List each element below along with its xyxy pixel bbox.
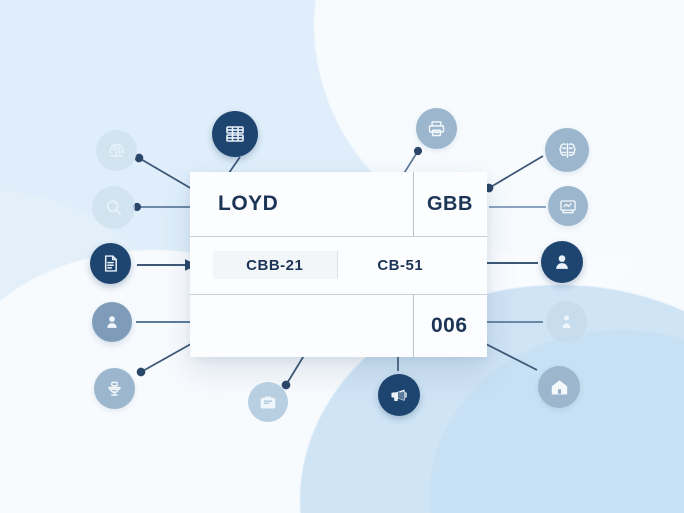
person-icon[interactable] bbox=[541, 241, 583, 283]
megaphone-icon[interactable] bbox=[378, 374, 420, 416]
brain-icon[interactable] bbox=[545, 128, 589, 172]
card-row-middle: CBB-21 CB-51 bbox=[190, 237, 487, 295]
field-value-gbb: GBB bbox=[427, 192, 473, 215]
document-icon[interactable] bbox=[90, 243, 131, 284]
user-badge-icon[interactable] bbox=[92, 302, 132, 342]
person-outline-icon[interactable] bbox=[546, 301, 587, 342]
data-card[interactable]: LOYD GBB CBB-21 CB-51 006 bbox=[190, 172, 487, 357]
field-value-006: 006 bbox=[431, 314, 468, 337]
card-row-top: LOYD GBB bbox=[190, 172, 487, 237]
wire-brain bbox=[484, 155, 544, 193]
code-input-field[interactable]: CBB-21 CB-51 bbox=[213, 251, 463, 279]
briefcase-icon[interactable] bbox=[248, 382, 288, 422]
lamp-icon[interactable] bbox=[94, 368, 135, 409]
search-icon[interactable] bbox=[92, 186, 135, 229]
table-grid-icon[interactable] bbox=[212, 111, 258, 157]
code-segment-left: CBB-21 bbox=[246, 256, 304, 274]
code-segment-right: CB-51 bbox=[336, 251, 463, 279]
wire-home bbox=[483, 342, 538, 371]
row-top-divider bbox=[413, 172, 414, 236]
printer-icon[interactable] bbox=[416, 108, 457, 149]
home-icon[interactable] bbox=[538, 366, 580, 408]
field-value-loyd: LOYD bbox=[218, 192, 279, 215]
wire-lamp bbox=[136, 339, 199, 377]
card-row-bottom: 006 bbox=[190, 295, 487, 357]
row-bottom-divider bbox=[413, 295, 414, 357]
monitor-icon[interactable] bbox=[548, 186, 588, 226]
fingerprint-icon[interactable] bbox=[96, 130, 137, 171]
